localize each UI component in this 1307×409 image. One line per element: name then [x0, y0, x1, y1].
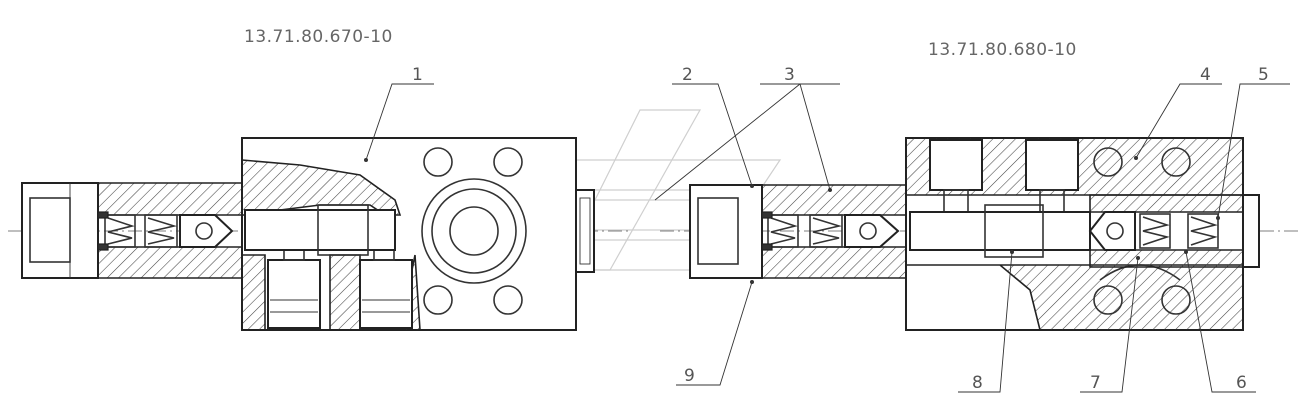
leader-line-3c [654, 83, 801, 201]
mounting-hole [493, 285, 523, 315]
seal-ring [761, 243, 773, 251]
leader-dot [750, 280, 754, 284]
top-fitting [929, 139, 983, 191]
assembly-code-right: 13.71.80.680-10 [928, 40, 1077, 60]
spool [909, 211, 1091, 251]
callout-9: 9 [684, 366, 695, 386]
seal-ring [97, 243, 109, 251]
top-fitting [1025, 139, 1079, 191]
mounting-hole [423, 285, 453, 315]
cartridge-housing-bottom [761, 246, 907, 279]
spring-right-3 [767, 214, 799, 248]
end-cap-inner [697, 197, 739, 265]
poppet [179, 214, 234, 248]
callout-4: 4 [1200, 65, 1211, 85]
spool-land [317, 204, 369, 256]
side-plug [575, 189, 595, 273]
leader-dot [828, 188, 832, 192]
leader-dot [1216, 216, 1220, 220]
spring-left-2 [144, 214, 178, 248]
mounting-hole [1161, 285, 1191, 315]
assembly-code-left: 13.71.80.670-10 [244, 27, 393, 47]
port-ring [431, 188, 517, 274]
leader-line-1 [365, 83, 434, 161]
leader-line-6 [1185, 251, 1256, 393]
leader-dot [1134, 156, 1138, 160]
spring-right-2 [1187, 213, 1219, 249]
right-valve-assembly [689, 137, 1260, 331]
leader-line-9 [676, 281, 753, 386]
callout-1: 1 [412, 65, 423, 85]
leader-line-2 [672, 83, 753, 187]
callout-3: 3 [784, 65, 795, 85]
cartridge-housing-bottom [97, 246, 243, 279]
leader-dot [1136, 256, 1140, 260]
spring-right-4 [809, 214, 843, 248]
callout-5: 5 [1258, 65, 1269, 85]
poppet-ball [1106, 222, 1124, 240]
poppet [844, 214, 900, 248]
poppet-ball [195, 222, 213, 240]
port-outer [421, 178, 527, 284]
mounting-hole [423, 147, 453, 177]
callouts: 1 2 3 4 5 9 8 7 6 [364, 65, 1290, 393]
leader-line-7 [1080, 257, 1139, 393]
poppet-ball [859, 222, 877, 240]
cartridge-housing-top [97, 182, 243, 216]
poppet [1088, 211, 1136, 251]
callout-8: 8 [972, 373, 983, 393]
spool-land [984, 204, 1044, 258]
bottom-fitting [267, 259, 321, 329]
leader-line-5 [1217, 83, 1290, 219]
spool [244, 209, 396, 251]
mounting-hole [1161, 147, 1191, 177]
leader-line-8 [958, 251, 1013, 393]
port-inner [449, 206, 499, 256]
seal-ring [761, 211, 773, 219]
mounting-hole [1093, 147, 1123, 177]
cartridge-housing-top [1089, 194, 1244, 213]
callout-7: 7 [1090, 373, 1101, 393]
leader-dot [1010, 250, 1014, 254]
end-cap [689, 184, 763, 279]
leader-line-3b [799, 83, 831, 191]
leader-dot [750, 184, 754, 188]
leader-dot [1184, 250, 1188, 254]
seal-ring [97, 211, 109, 219]
cartridge-housing-bottom [1089, 249, 1244, 268]
leader-line-4 [1135, 83, 1222, 159]
left-valve-assembly [21, 137, 595, 331]
spring-left-1 [104, 214, 136, 248]
callout-6: 6 [1236, 373, 1247, 393]
spring-right-1 [1139, 213, 1171, 249]
callout-2: 2 [682, 65, 693, 85]
side-plug-inner [579, 197, 591, 265]
leader-dot [364, 158, 368, 162]
mounting-hole [493, 147, 523, 177]
end-plug [1242, 194, 1260, 268]
cartridge-housing-top [761, 184, 907, 216]
mounting-hole [1093, 285, 1123, 315]
bottom-fitting [359, 259, 413, 329]
